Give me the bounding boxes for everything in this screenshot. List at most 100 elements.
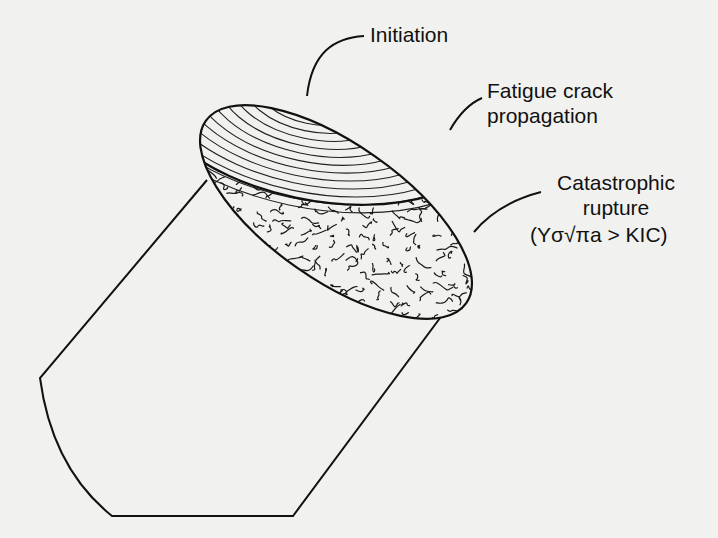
rough-texture	[466, 181, 473, 185]
rough-texture	[463, 275, 468, 283]
rough-texture	[190, 251, 200, 269]
rough-texture	[371, 281, 385, 290]
rough-texture	[390, 159, 401, 167]
beach-marks	[90, 0, 533, 247]
rough-texture	[220, 273, 237, 279]
rough-texture	[406, 233, 415, 237]
rough-texture	[442, 271, 446, 276]
rough-texture	[238, 332, 245, 336]
rough-texture	[272, 220, 291, 222]
rough-texture	[479, 197, 482, 201]
rough-texture	[436, 173, 455, 183]
rough-texture	[373, 244, 376, 249]
rough-texture	[193, 336, 207, 347]
rough-texture	[285, 280, 297, 289]
rough-texture	[285, 242, 291, 246]
rough-texture	[285, 327, 303, 330]
rough-texture	[407, 286, 415, 294]
rough-texture	[452, 293, 467, 297]
rough-texture	[478, 253, 487, 260]
rough-texture	[295, 238, 308, 247]
rough-texture	[225, 225, 238, 230]
rough-texture	[493, 141, 507, 148]
rough-texture	[312, 224, 321, 229]
rough-texture	[404, 143, 423, 150]
rough-texture	[463, 141, 477, 154]
beach-mark	[209, 27, 416, 165]
rough-texture	[463, 325, 470, 328]
rough-texture	[207, 318, 214, 325]
rough-texture	[237, 208, 242, 211]
beach-mark	[135, 0, 490, 216]
rough-texture	[412, 135, 415, 142]
rough-texture	[432, 195, 438, 200]
rough-texture	[372, 272, 390, 275]
rough-texture	[324, 150, 332, 156]
beach-mark	[90, 0, 533, 247]
rough-texture	[390, 229, 398, 236]
rough-texture	[346, 257, 358, 262]
rough-texture	[342, 187, 345, 191]
rough-texture	[211, 298, 215, 303]
rough-texture	[359, 207, 370, 218]
rough-texture	[392, 221, 405, 232]
rough-texture	[248, 309, 252, 312]
rough-texture	[303, 313, 309, 316]
rough-texture	[452, 219, 461, 224]
rough-texture	[400, 262, 402, 267]
rough-texture	[480, 273, 485, 281]
rough-texture	[390, 139, 400, 144]
rough-texture	[404, 266, 410, 273]
rough-texture	[346, 245, 357, 253]
rough-texture	[197, 211, 215, 221]
rough-texture	[478, 241, 494, 248]
rough-texture	[420, 287, 432, 292]
rough-texture	[208, 198, 216, 210]
rough-texture	[266, 339, 275, 342]
rough-texture	[268, 176, 279, 183]
rough-texture	[241, 300, 257, 307]
rough-texture	[374, 173, 378, 180]
rough-texture	[419, 149, 426, 155]
rough-texture	[494, 176, 504, 184]
rough-texture	[318, 331, 324, 337]
rough-texture	[476, 232, 488, 242]
rough-texture	[342, 193, 354, 199]
rough-texture	[445, 137, 454, 145]
rough-texture	[254, 222, 265, 227]
rough-texture	[357, 246, 359, 253]
rough-texture	[449, 338, 459, 342]
rough-texture	[357, 186, 366, 191]
rough-texture	[373, 218, 377, 222]
rough-texture	[480, 156, 494, 161]
rough-texture	[313, 313, 321, 321]
rough-texture	[495, 162, 506, 172]
rough-texture	[257, 212, 266, 222]
rough-texture	[232, 236, 236, 238]
rough-texture	[329, 240, 335, 247]
rough-texture	[450, 170, 459, 173]
rough-texture	[475, 299, 488, 305]
rough-texture	[210, 210, 223, 221]
rough-texture	[267, 297, 275, 302]
leader-line	[450, 98, 482, 130]
rough-texture	[376, 291, 380, 300]
rough-texture	[345, 207, 352, 213]
rough-texture	[492, 258, 498, 267]
rough-texture	[361, 168, 369, 173]
rough-texture	[213, 288, 226, 293]
rough-texture	[312, 230, 326, 235]
rough-texture	[294, 153, 305, 160]
rough-texture	[301, 321, 314, 330]
rough-texture	[332, 253, 345, 261]
rough-texture	[314, 302, 329, 311]
rough-texture	[235, 329, 250, 335]
rough-texture	[416, 257, 431, 268]
rough-texture	[341, 217, 344, 221]
rough-texture	[299, 180, 310, 189]
rough-texture	[298, 201, 311, 208]
rupture-label: Catastrophic rupture	[546, 170, 686, 220]
rough-texture	[271, 210, 284, 214]
rough-texture	[401, 303, 410, 306]
